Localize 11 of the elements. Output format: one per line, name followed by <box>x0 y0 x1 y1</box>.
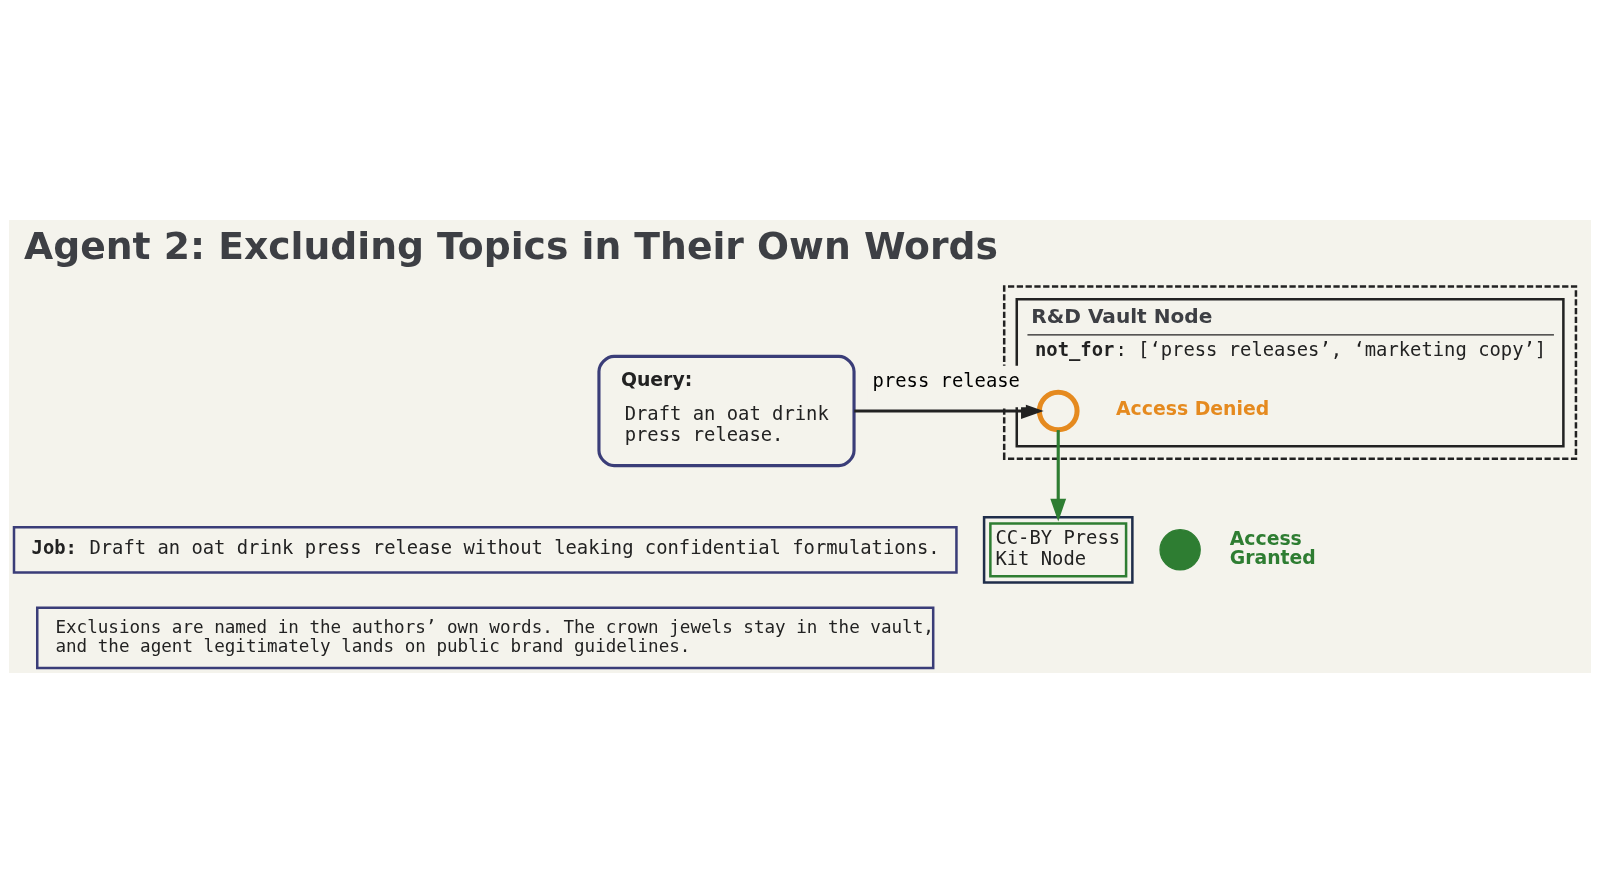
arrow <box>1050 430 1067 522</box>
node-label: Access Denied <box>1116 397 1270 419</box>
node-box: CC-BY Press Kit Node <box>982 515 1134 584</box>
node-box: Job: Draft an oat drink press release without leaking confidential formulations. <box>12 526 958 574</box>
node-box: Exclusions are named in the authors’ own words. The crown jewels stay in the vault, and the agent legitimately lands on public brand guidelines. <box>36 606 935 670</box>
node-label: Access Granted <box>1229 527 1316 568</box>
node-circle <box>1036 389 1080 433</box>
node-box: Query: Draft an oat drink press release. <box>597 354 856 468</box>
node-circle <box>1159 529 1201 571</box>
diagram-title: Agent 2: Excluding Topics in Their Own Words <box>24 223 999 268</box>
arrow <box>854 403 1044 419</box>
